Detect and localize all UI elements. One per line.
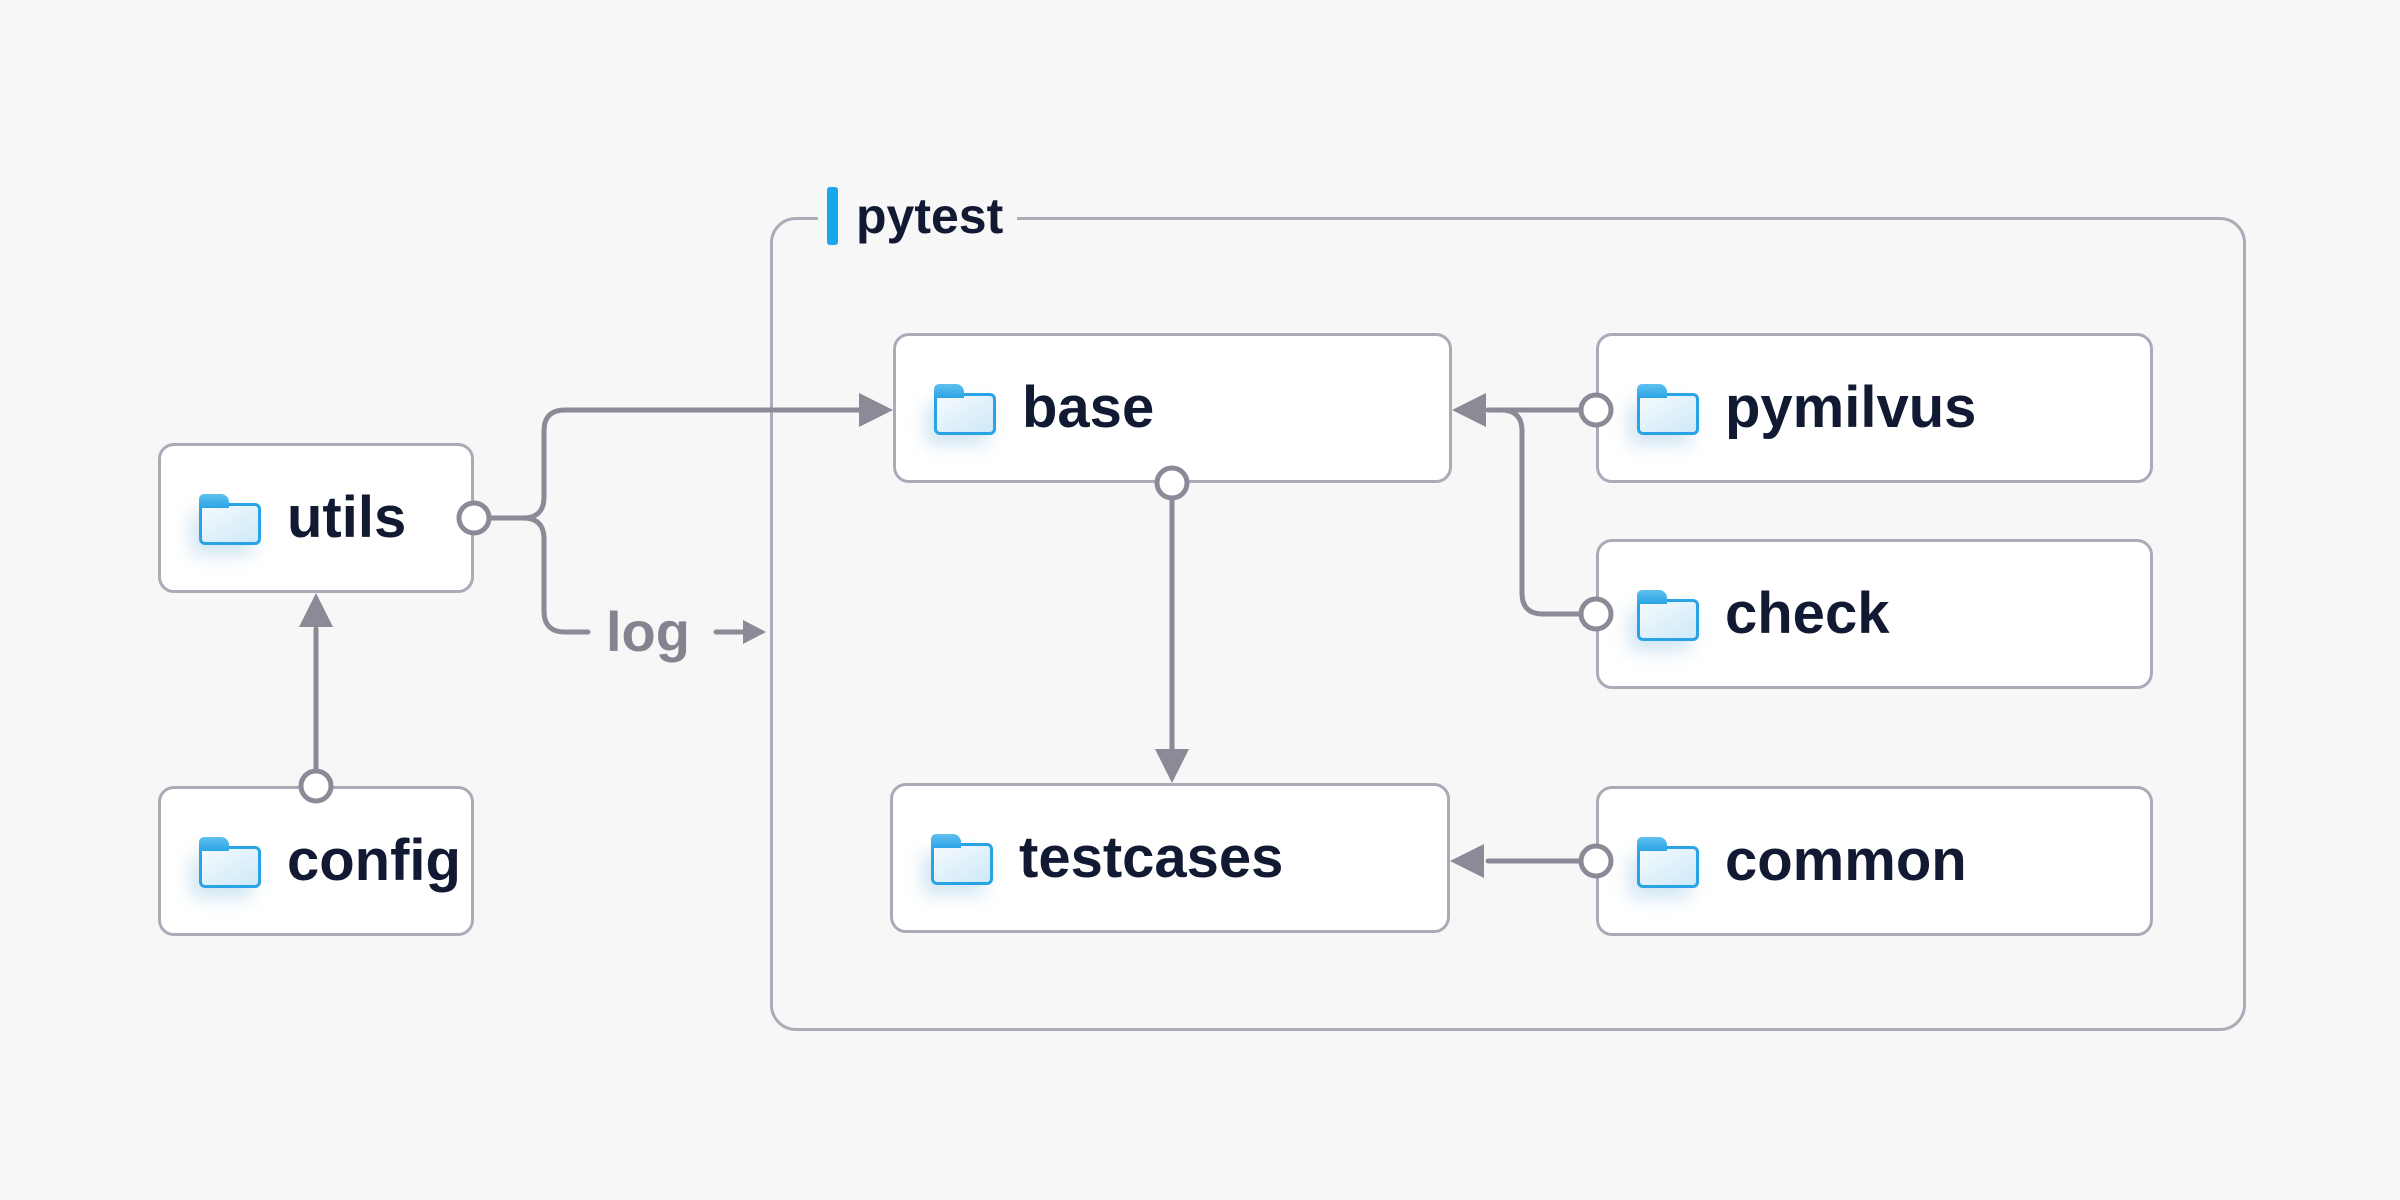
pytest-group-label-text: pytest xyxy=(856,188,1004,244)
node-config: config xyxy=(158,786,474,936)
folder-icon xyxy=(1637,837,1699,888)
node-pymilvus: pymilvus xyxy=(1596,333,2153,483)
pytest-group-label: pytest xyxy=(818,184,1018,248)
node-check: check xyxy=(1596,539,2153,689)
node-base-label: base xyxy=(1022,375,1155,440)
node-common-label: common xyxy=(1725,828,1967,893)
node-pymilvus-label: pymilvus xyxy=(1725,375,1977,440)
node-check-label: check xyxy=(1725,581,1890,646)
edge-label-log: log xyxy=(606,600,690,663)
pytest-group-container xyxy=(770,217,2246,1031)
node-utils-label: utils xyxy=(287,485,407,550)
folder-icon xyxy=(1637,384,1699,435)
edge-utils-log xyxy=(520,515,591,635)
node-testcases-label: testcases xyxy=(1019,825,1284,890)
node-common: common xyxy=(1596,786,2153,936)
accent-bar-icon xyxy=(827,187,838,245)
folder-icon xyxy=(199,494,261,545)
arrowhead-log xyxy=(743,620,766,644)
arrowhead-into-utils-bottom xyxy=(299,593,333,627)
node-base: base xyxy=(893,333,1452,483)
folder-icon xyxy=(1637,590,1699,641)
folder-icon xyxy=(931,834,993,885)
node-config-label: config xyxy=(287,828,461,893)
node-testcases: testcases xyxy=(890,783,1450,933)
folder-icon xyxy=(934,384,996,435)
folder-icon xyxy=(199,837,261,888)
node-utils: utils xyxy=(158,443,474,593)
